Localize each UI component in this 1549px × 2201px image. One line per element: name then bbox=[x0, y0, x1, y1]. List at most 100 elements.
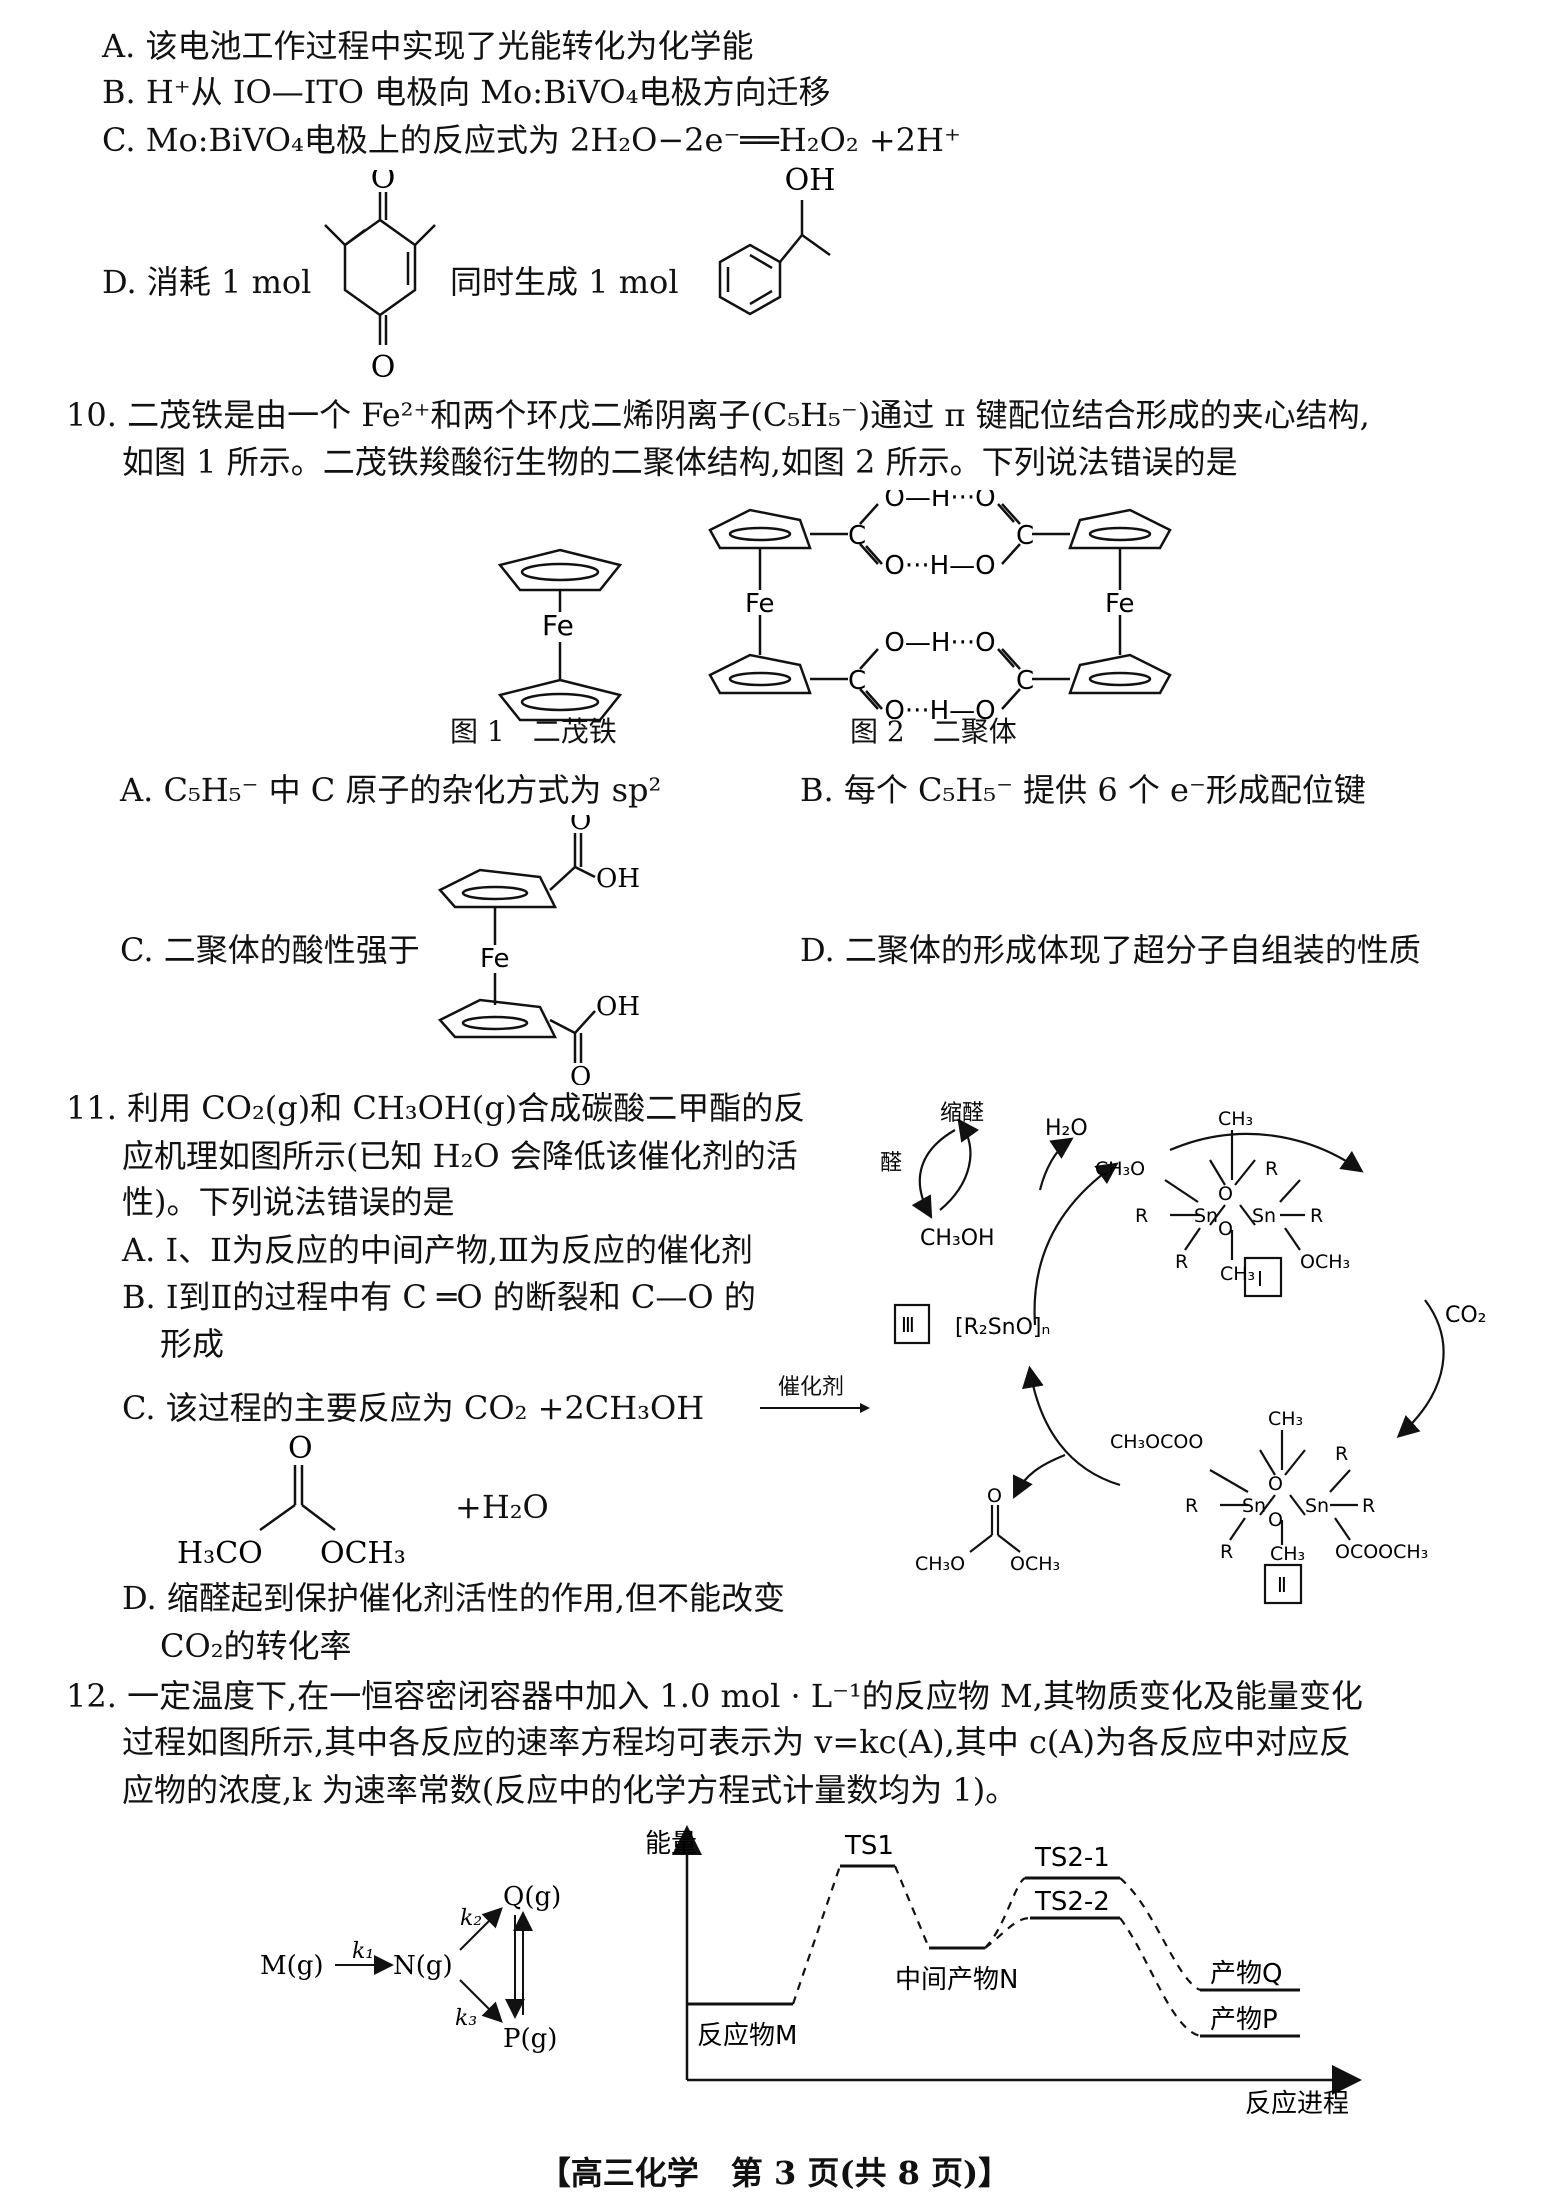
ferrocene-fe: Fe bbox=[542, 609, 574, 642]
scheme-n: N(g) bbox=[393, 1951, 453, 1981]
ferrocene-figure: Fe bbox=[497, 548, 623, 722]
mech-label-i: Ⅰ bbox=[1257, 1267, 1263, 1291]
dmc-structure: O H₃CO OCH₃ bbox=[177, 1431, 406, 1571]
mech-ii-sn1: Sn bbox=[1242, 1495, 1266, 1517]
mech-i-ch3-top: CH₃ bbox=[1218, 1108, 1253, 1130]
quinone-structure: O O bbox=[324, 170, 436, 385]
mech-i-sn2: Sn bbox=[1252, 1205, 1276, 1227]
acid-top-oh: OH bbox=[596, 864, 640, 894]
mech-ii-o2: O bbox=[1268, 1509, 1283, 1531]
reaction-scheme: M(g) N(g) Q(g) P(g) k₁ k₂ k₃ bbox=[260, 1882, 561, 2054]
mech-co2: CO₂ bbox=[1445, 1303, 1487, 1328]
mech-i-r1: R bbox=[1265, 1158, 1278, 1180]
mech-i-r3: R bbox=[1310, 1205, 1323, 1227]
catalyst-arrow bbox=[760, 1403, 870, 1413]
mech-aldehyde: 醛 bbox=[880, 1151, 902, 1176]
dimer-c-br: C bbox=[1016, 666, 1034, 696]
mech-ii-ch3-top: CH₃ bbox=[1268, 1408, 1303, 1430]
dimer-hbond-bottom-2: O···H—O bbox=[884, 696, 995, 726]
phenylethanol-structure: OH bbox=[718, 163, 836, 316]
dmc-och3: OCH₃ bbox=[320, 1536, 406, 1571]
mech-ii-r3: R bbox=[1362, 1495, 1375, 1517]
mech-water: H₂O bbox=[1045, 1116, 1088, 1141]
q9-option-d-prefix: D. 消耗 1 mol bbox=[102, 263, 312, 301]
mech-i-o2: O bbox=[1218, 1218, 1233, 1240]
q11-option-b-line2: 形成 bbox=[160, 1325, 225, 1363]
q12-stem-line2: 过程如图所示,其中各反应的速率方程均可表示为 v=kc(A),其中 c(A)为各… bbox=[122, 1723, 1351, 1761]
quinone-o-bottom: O bbox=[371, 350, 396, 385]
mech-ii-o1: O bbox=[1268, 1473, 1283, 1495]
q10-option-a: A. C₅H₅⁻ 中 C 原子的杂化方式为 sp² bbox=[120, 771, 662, 809]
mech-dmc-och3: OCH₃ bbox=[1010, 1553, 1060, 1575]
mech-i-o1: O bbox=[1218, 1183, 1233, 1205]
mech-ii-r2: R bbox=[1185, 1495, 1198, 1517]
mech-dmc-o: O bbox=[987, 1485, 1002, 1507]
mech-ii-ch3ocoo: CH₃OCOO bbox=[1110, 1431, 1203, 1453]
acid-fe: Fe bbox=[480, 944, 510, 974]
mech-ii-sn2: Sn bbox=[1305, 1495, 1329, 1517]
mech-acetal: 缩醛 bbox=[940, 1101, 984, 1126]
q9-option-c: C. Mo:BiVO₄电极上的反应式为 2H₂O−2e⁻══H₂O₂ +2H⁺ bbox=[102, 121, 961, 159]
q12-stem-line3: 应物的浓度,k 为速率常数(反应中的化学方程式计量数均为 1)。 bbox=[122, 1771, 1018, 1809]
q10-stem-line2: 如图 1 所示。二茂铁羧酸衍生物的二聚体结构,如图 2 所示。下列说法错误的是 bbox=[122, 443, 1238, 481]
mech-i-ch3-bottom: CH₃ bbox=[1220, 1263, 1255, 1285]
q12-stem-line1: 12. 一定温度下,在一恒容密闭容器中加入 1.0 mol · L⁻¹的反应物 … bbox=[66, 1677, 1363, 1715]
scheme-q: Q(g) bbox=[503, 1882, 561, 1912]
plus-water: +H₂O bbox=[455, 1488, 549, 1526]
phenylethanol-oh: OH bbox=[785, 163, 836, 198]
dmc-h3co: H₃CO bbox=[177, 1536, 263, 1571]
q11-option-b-line1: B. Ⅰ到Ⅱ的过程中有 C ═O 的断裂和 C—O 的 bbox=[122, 1278, 756, 1316]
q11-option-a: A. Ⅰ、Ⅱ为反应的中间产物,Ⅲ为反应的催化剂 bbox=[122, 1231, 753, 1269]
dimer-fe-left: Fe bbox=[745, 589, 775, 619]
energy-product-p: 产物P bbox=[1210, 2005, 1278, 2035]
acid-bottom-o: O bbox=[570, 1062, 591, 1085]
figure2-caption: 图 2 二聚体 bbox=[850, 715, 1017, 748]
quinone-o-top: O bbox=[371, 170, 396, 196]
dimer-c-bl: C bbox=[848, 666, 866, 696]
mechanism-diagram: 缩醛 醛 H₂O CH₃OH Ⅲ [R₂SnO]ₙ CH₃ CH₃O R R S… bbox=[880, 1101, 1487, 1605]
acid-top-o: O bbox=[570, 815, 591, 836]
q10-stem-line1: 10. 二茂铁是由一个 Fe²⁺和两个环戊二烯阴离子(C₅H₅⁻)通过 π 键配… bbox=[66, 396, 1370, 434]
mech-i-r4: R bbox=[1175, 1251, 1188, 1273]
dimer-hbond-top-2: O···H—O bbox=[884, 551, 995, 581]
dmc-o: O bbox=[288, 1431, 313, 1466]
q10-option-c: C. 二聚体的酸性强于 bbox=[120, 931, 420, 969]
energy-ts2-2: TS2-2 bbox=[1034, 1887, 1110, 1917]
reaction-progress-label: 反应进程 bbox=[1245, 2089, 1349, 2118]
mech-dmc-ch3o: CH₃O bbox=[915, 1553, 965, 1575]
energy-axis-label: 能量 bbox=[645, 1829, 697, 1859]
dimer-hbond-bottom-1: O—H···O bbox=[884, 628, 995, 658]
mech-catalyst-r2sno: [R₂SnO]ₙ bbox=[955, 1315, 1050, 1340]
q11-stem-line3: 性)。下列说法错误的是 bbox=[122, 1183, 455, 1221]
energy-ts2-1: TS2-1 bbox=[1034, 1843, 1110, 1873]
q10-option-b: B. 每个 C₅H₅⁻ 提供 6 个 e⁻形成配位键 bbox=[800, 771, 1366, 809]
mech-ii-r4: R bbox=[1220, 1541, 1233, 1563]
q9-option-b: B. H⁺从 IO—ITO 电极向 Mo:BiVO₄电极方向迁移 bbox=[102, 73, 831, 111]
mech-methanol: CH₃OH bbox=[920, 1226, 995, 1251]
energy-reactant-m: 反应物M bbox=[697, 2021, 797, 2051]
mech-ii-ch3-bottom: CH₃ bbox=[1270, 1543, 1305, 1565]
mech-i-och3: OCH₃ bbox=[1300, 1251, 1350, 1273]
scheme-m: M(g) bbox=[260, 1951, 324, 1981]
page-footer: 【高三化学 第 3 页(共 8 页)】 bbox=[538, 2154, 1011, 2192]
mech-ii-ocooch3: OCOOCH₃ bbox=[1335, 1541, 1428, 1563]
dimer-fe-right: Fe bbox=[1105, 589, 1135, 619]
mech-ii-r1: R bbox=[1335, 1443, 1348, 1465]
mech-label-ii: Ⅱ bbox=[1277, 1573, 1287, 1597]
mech-i-ch3o: CH₃O bbox=[1095, 1158, 1145, 1180]
q11-option-c: C. 该过程的主要反应为 CO₂ +2CH₃OH bbox=[122, 1389, 705, 1427]
energy-intermediate-n: 中间产物N bbox=[895, 1965, 1018, 1995]
q9-option-a: A. 该电池工作过程中实现了光能转化为化学能 bbox=[102, 27, 754, 65]
mech-i-sn1: Sn bbox=[1194, 1205, 1218, 1227]
scheme-k3: k₃ bbox=[455, 2006, 477, 2031]
energy-product-q: 产物Q bbox=[1210, 1959, 1282, 1989]
q9-option-d-mid: 同时生成 1 mol bbox=[450, 263, 679, 301]
energy-ts1: TS1 bbox=[844, 1831, 894, 1861]
acid-bottom-oh: OH bbox=[596, 992, 640, 1022]
dimer-hbond-top-1: O—H···O bbox=[884, 490, 995, 513]
scheme-p: P(g) bbox=[503, 2024, 557, 2054]
dimer-figure: C C C C O—H···O O···H—O O—H···O O···H—O … bbox=[708, 490, 1172, 726]
scheme-k1: k₁ bbox=[352, 1939, 374, 1964]
q11-option-d-line1: D. 缩醛起到保护催化剂活性的作用,但不能改变 bbox=[122, 1579, 786, 1617]
scheme-k2: k₂ bbox=[460, 1906, 482, 1931]
